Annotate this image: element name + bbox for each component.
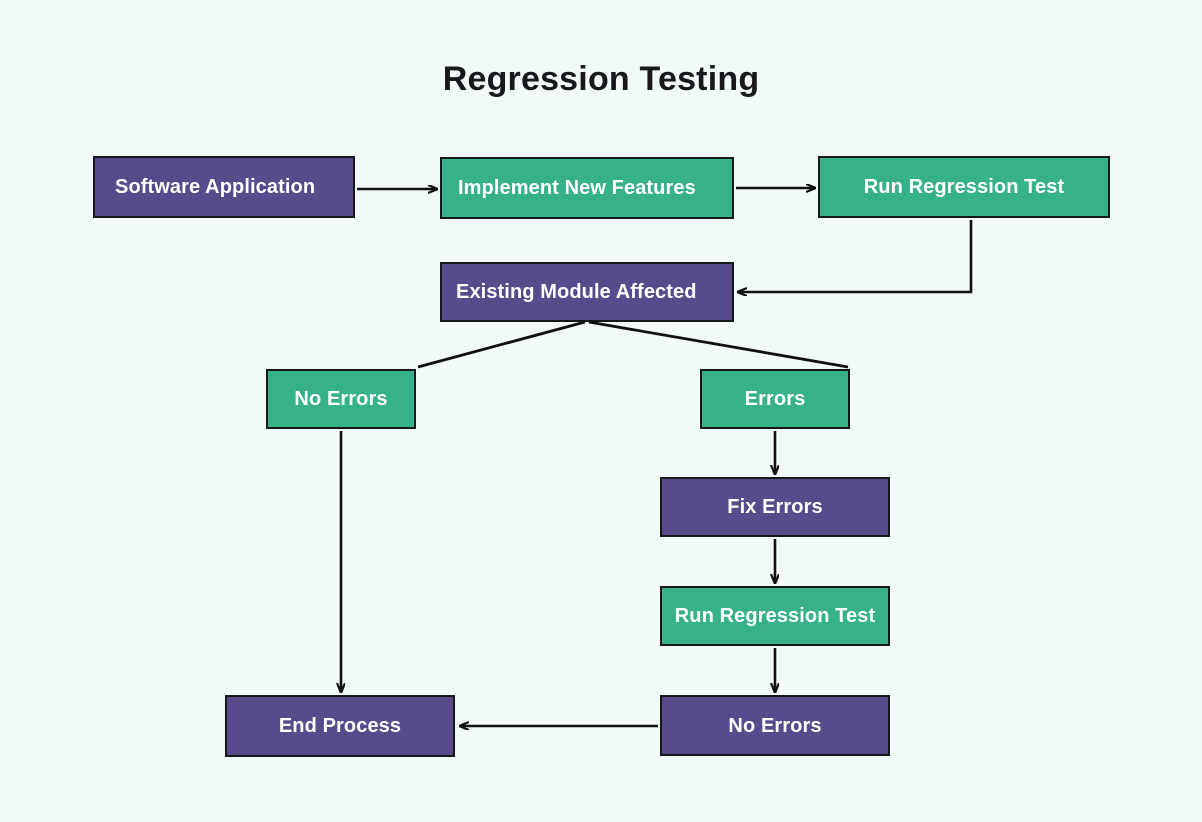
- node-fix-errors[interactable]: Fix Errors: [660, 477, 890, 537]
- node-label: Run Regression Test: [863, 176, 1065, 198]
- node-label: Errors: [744, 388, 806, 410]
- node-label: No Errors: [294, 388, 388, 410]
- node-end-process[interactable]: End Process: [225, 695, 455, 757]
- node-label: Implement New Features: [458, 177, 696, 199]
- node-errors[interactable]: Errors: [700, 369, 850, 429]
- edge-existing-to-no-errors: [417, 320, 586, 369]
- page-title: Regression Testing: [442, 60, 760, 98]
- node-label: End Process: [278, 715, 402, 737]
- edge-existing-to-errors: [588, 320, 849, 369]
- edge-runtest-to-existing-module: [738, 220, 973, 292]
- node-run-regression-test-1[interactable]: Run Regression Test: [818, 156, 1110, 218]
- node-software-application[interactable]: Software Application: [93, 156, 355, 218]
- node-label: Fix Errors: [727, 496, 823, 518]
- node-no-errors-bottom[interactable]: No Errors: [660, 695, 890, 756]
- node-label: No Errors: [728, 714, 822, 737]
- node-implement-new-features[interactable]: Implement New Features: [440, 157, 734, 219]
- node-no-errors-left[interactable]: No Errors: [266, 369, 416, 429]
- node-existing-module-affected[interactable]: Existing Module Affected: [440, 262, 734, 322]
- node-label: Existing Module Affected: [456, 281, 697, 303]
- node-run-regression-test-2[interactable]: Run Regression Test: [660, 586, 890, 646]
- node-label: Run Regression Test: [674, 605, 876, 627]
- node-label: Software Application: [115, 176, 316, 198]
